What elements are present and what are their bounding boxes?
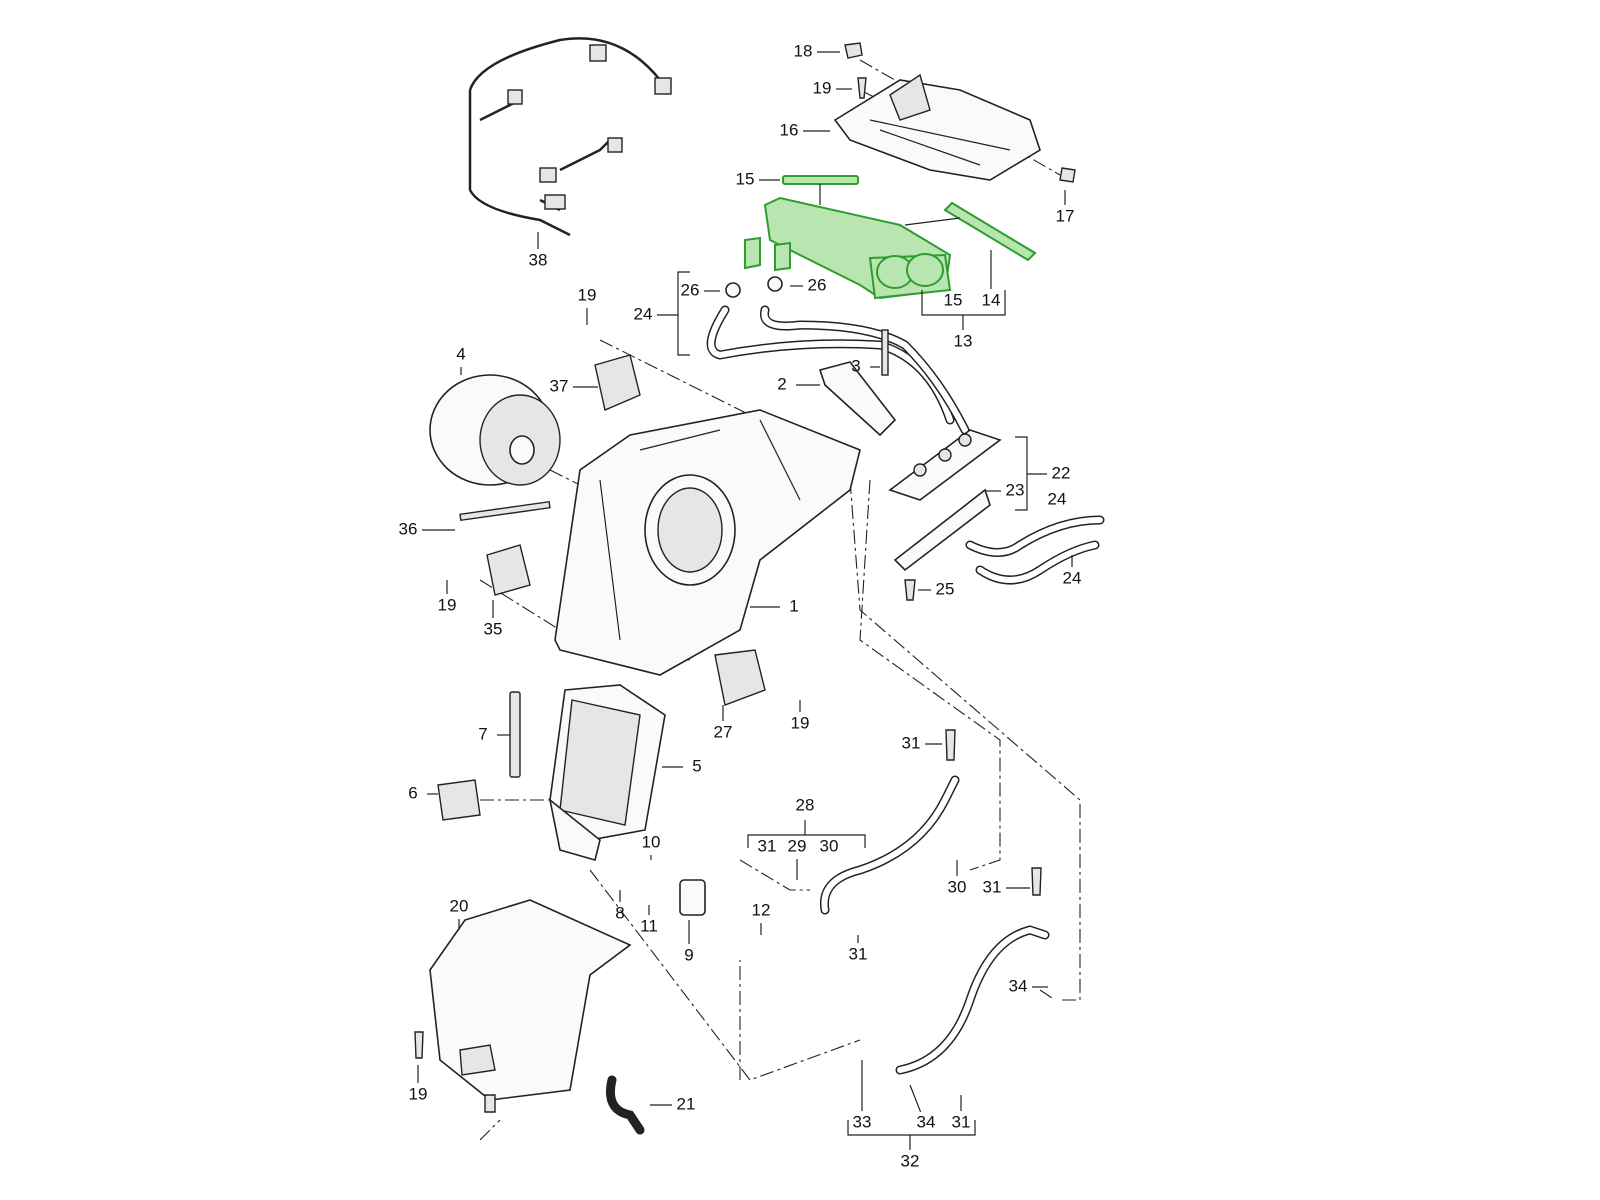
assembly-lines — [479, 59, 1081, 1141]
callout-3[interactable]: 3 — [851, 356, 860, 375]
callout-31[interactable]: 31 — [983, 877, 1002, 896]
callout-14[interactable]: 14 — [982, 290, 1001, 309]
refrigerant-lines — [819, 729, 1050, 1075]
callout-13[interactable]: 13 — [954, 331, 973, 350]
callout-12[interactable]: 12 — [752, 900, 771, 919]
actuator-35 — [486, 544, 531, 596]
callout-2[interactable]: 2 — [777, 374, 786, 393]
callout-34[interactable]: 34 — [917, 1112, 936, 1131]
callout-7[interactable]: 7 — [478, 724, 487, 743]
callout-22[interactable]: 22 — [1052, 463, 1071, 482]
callout-16[interactable]: 16 — [780, 120, 799, 139]
actuator-37 — [594, 354, 641, 411]
callout-32[interactable]: 32 — [901, 1151, 920, 1170]
callout-1[interactable]: 1 — [789, 596, 798, 615]
callout-10[interactable]: 10 — [642, 832, 661, 851]
seal-7 — [509, 691, 521, 778]
callout-8[interactable]: 8 — [615, 903, 624, 922]
callout-9[interactable]: 9 — [684, 945, 693, 964]
callout-34[interactable]: 34 — [1009, 976, 1028, 995]
heater-core-highlighted — [744, 175, 1037, 300]
callout-36[interactable]: 36 — [399, 519, 418, 538]
blower-motor — [429, 374, 561, 486]
ac-housing — [554, 409, 861, 676]
callout-11[interactable]: 11 — [640, 916, 658, 935]
callout-17[interactable]: 17 — [1056, 206, 1075, 225]
callout-19[interactable]: 19 — [409, 1084, 428, 1103]
callout-31[interactable]: 31 — [758, 836, 777, 855]
callout-4[interactable]: 4 — [456, 344, 465, 363]
callout-33[interactable]: 33 — [853, 1112, 872, 1131]
callout-24[interactable]: 24 — [1063, 568, 1082, 587]
actuator-27 — [714, 649, 766, 706]
callout-15[interactable]: 15 — [736, 169, 755, 188]
callout-15[interactable]: 15 — [944, 290, 963, 309]
callout-30[interactable]: 30 — [820, 836, 839, 855]
callout-31[interactable]: 31 — [952, 1112, 971, 1131]
callout-18[interactable]: 18 — [794, 41, 813, 60]
flange-plate — [888, 429, 1002, 601]
foam-6 — [437, 779, 481, 821]
rod-36 — [459, 500, 551, 522]
callout-26[interactable]: 26 — [808, 275, 827, 294]
callout-19[interactable]: 19 — [438, 595, 457, 614]
callout-38[interactable]: 38 — [529, 250, 548, 269]
callout-20[interactable]: 20 — [450, 896, 469, 915]
callout-31[interactable]: 31 — [849, 944, 868, 963]
upper-housing — [833, 42, 1076, 183]
callout-27[interactable]: 27 — [714, 722, 733, 741]
drain-hose — [606, 1075, 645, 1135]
lower-housing — [414, 899, 632, 1113]
callout-19[interactable]: 19 — [791, 713, 810, 732]
callout-29[interactable]: 29 — [788, 836, 807, 855]
callout-30[interactable]: 30 — [948, 877, 967, 896]
callout-37[interactable]: 37 — [550, 376, 569, 395]
expansion-valve — [679, 879, 706, 916]
callout-6[interactable]: 6 — [408, 783, 417, 802]
coolant-hoses — [706, 276, 1105, 585]
callout-24[interactable]: 24 — [634, 304, 653, 323]
wiring-harness — [468, 37, 672, 237]
gasket — [818, 361, 897, 437]
callout-35[interactable]: 35 — [484, 619, 503, 638]
leader-lines — [417, 51, 1073, 1113]
callout-5[interactable]: 5 — [692, 756, 701, 775]
callout-19[interactable]: 19 — [813, 78, 832, 97]
callout-25[interactable]: 25 — [936, 579, 955, 598]
callout-31[interactable]: 31 — [902, 733, 921, 752]
callout-26[interactable]: 26 — [681, 280, 700, 299]
leader-line — [909, 1084, 922, 1113]
callout-23[interactable]: 23 — [1006, 480, 1025, 499]
callout-21[interactable]: 21 — [677, 1094, 696, 1113]
callout-19[interactable]: 19 — [578, 285, 597, 304]
evaporator — [548, 684, 666, 861]
callout-24[interactable]: 24 — [1048, 489, 1067, 508]
grouping-brackets — [677, 271, 1028, 1150]
callout-28[interactable]: 28 — [796, 795, 815, 814]
